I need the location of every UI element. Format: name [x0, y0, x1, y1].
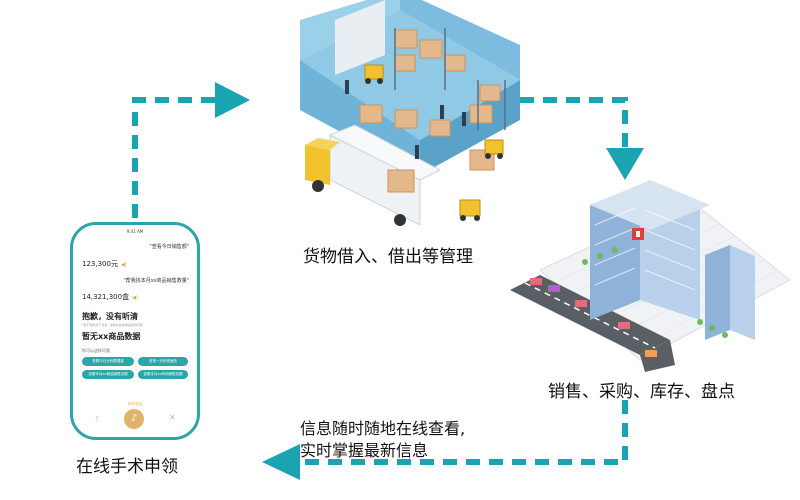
query-bubble-1: "查看今日销售额"	[149, 244, 189, 250]
arrow-phone-to-warehouse	[132, 97, 215, 218]
arrow-warehouse-to-office	[520, 97, 628, 150]
close-icon[interactable]: ✕	[169, 413, 176, 422]
suggestion-hint: 你可以这样问我	[82, 348, 110, 353]
caption-office: 销售、采购、库存、盘点	[548, 382, 735, 402]
sorry-title: 抱歉，没有听清	[82, 312, 138, 321]
caption-info: 信息随时随地在线查看, 实时掌握最新信息	[300, 418, 465, 462]
microphone-icon[interactable]: ♪	[124, 409, 144, 429]
arrowhead-right	[215, 82, 250, 118]
caption-info-line2: 实时掌握最新信息	[300, 441, 429, 460]
sorry-subtitle: "查不到你对于该名" 请你对这篇单说换问问题	[82, 323, 143, 327]
status-time: 9:41 AM	[126, 229, 144, 234]
caption-info-line1: 信息随时随地在线查看,	[300, 419, 466, 438]
no-data-text: 暂无xx商品数据	[82, 332, 141, 341]
phone-mockup: 9:41 AM "查看今日销售额" 123,300元◀) "帮我找本月xx商品销…	[70, 222, 200, 440]
suggestion-chip[interactable]: 查找一月份快速查	[138, 357, 188, 366]
speaker-icon[interactable]: ◀)	[120, 262, 127, 268]
caption-warehouse: 货物借入、借出等管理	[303, 247, 473, 267]
suggestion-chip[interactable]: 查看本月xx商品销售总额	[82, 370, 134, 379]
answer-2: 14,321,300盒◀)	[82, 293, 138, 301]
suggestion-chip[interactable]: 查看今日分析数据量	[82, 357, 134, 366]
arrowhead-down	[606, 148, 644, 180]
release-to-speak-hint: 松开说话	[128, 402, 142, 406]
suggestion-chip[interactable]: 查看本月xx药和销售总额	[138, 370, 188, 379]
speaker-icon[interactable]: ◀)	[132, 295, 138, 301]
query-bubble-2: "帮我找本月xx商品销售数量"	[123, 278, 189, 284]
keyboard-icon[interactable]: ?	[95, 415, 99, 423]
caption-phone: 在线手术申领	[76, 457, 178, 477]
answer-1: 123,300元◀)	[82, 260, 127, 268]
arrow-office-to-phone	[300, 400, 628, 465]
arrowhead-left	[262, 444, 300, 480]
